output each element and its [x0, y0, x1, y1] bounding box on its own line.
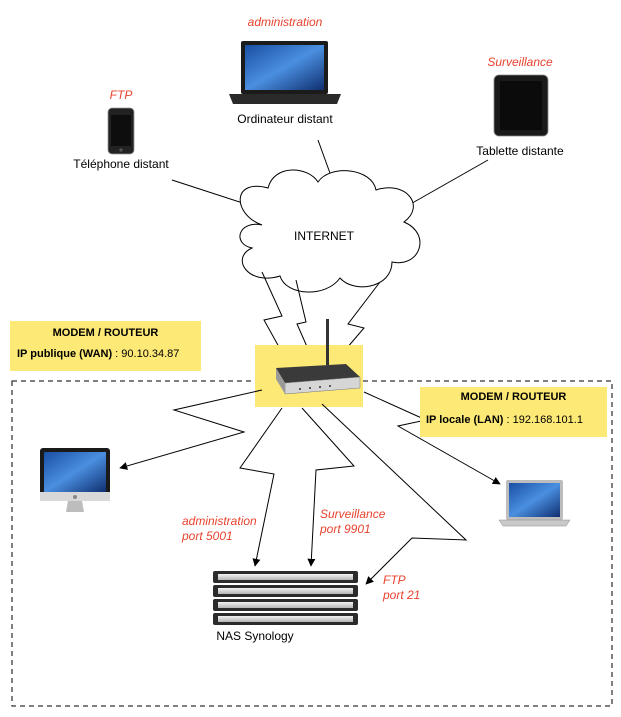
remote-computer-tag: administration [248, 15, 323, 29]
remote-tablet-tag: Surveillance [487, 55, 553, 69]
zigzag-cloud-router-1 [261, 271, 285, 357]
remote-tablet-label: Tablette distante [476, 144, 564, 158]
zigzag-router-imac [119, 389, 263, 470]
port-surveillance-number: port 9901 [319, 522, 371, 536]
wan-ip-row: IP publique (WAN) : 90.10.34.87 [10, 348, 201, 360]
lan-info-box: MODEM / ROUTEUR IP locale (LAN) : 192.16… [420, 387, 607, 437]
remote-phone-tag: FTP [110, 88, 133, 102]
wan-ip-separator: : [112, 348, 122, 360]
zigzag-cloud-router-3 [339, 281, 381, 357]
wan-box-title: MODEM / ROUTEUR [52, 327, 159, 339]
wan-ip-label: IP publique (WAN) [17, 348, 113, 360]
lan-box-title: MODEM / ROUTEUR [460, 391, 567, 403]
internet-cloud [239, 169, 421, 293]
internet-label: INTERNET [294, 229, 355, 243]
nas-label: NAS Synology [216, 629, 293, 643]
lan-ip-row: IP locale (LAN) : 192.168.101.1 [420, 414, 607, 426]
remote-laptop-icon [229, 41, 341, 104]
port-admin-number: port 5001 [181, 529, 233, 543]
link-tablet-internet [399, 159, 489, 211]
router-icon [276, 319, 361, 395]
remote-phone-icon [107, 107, 135, 155]
port-admin-name: administration [182, 514, 257, 528]
lan-ip-separator: : [503, 414, 513, 426]
lan-ip-value: 192.168.101.1 [512, 414, 583, 426]
remote-phone-label: Téléphone distant [73, 157, 169, 171]
local-laptop-icon [498, 480, 571, 527]
local-imac-icon [40, 448, 110, 512]
zigzag-router-nas-ftp [321, 403, 468, 585]
wan-info-box: MODEM / ROUTEUR IP publique (WAN) : 90.1… [10, 321, 201, 371]
wan-ip-value: 90.10.34.87 [121, 348, 180, 360]
remote-computer-label: Ordinateur distant [237, 112, 333, 126]
lan-ip-label: IP locale (LAN) [426, 414, 504, 426]
port-ftp-name: FTP [383, 573, 406, 587]
port-ftp-number: port 21 [382, 588, 420, 602]
zigzag-cloud-router-2 [295, 279, 313, 359]
remote-tablet-icon [493, 74, 549, 137]
zigzag-router-laptop [363, 391, 501, 485]
nas-icon [213, 571, 358, 625]
zigzag-router-nas-surveillance [301, 407, 356, 567]
zigzag-router-nas-admin [239, 407, 283, 567]
port-surveillance-name: Surveillance [320, 507, 386, 521]
